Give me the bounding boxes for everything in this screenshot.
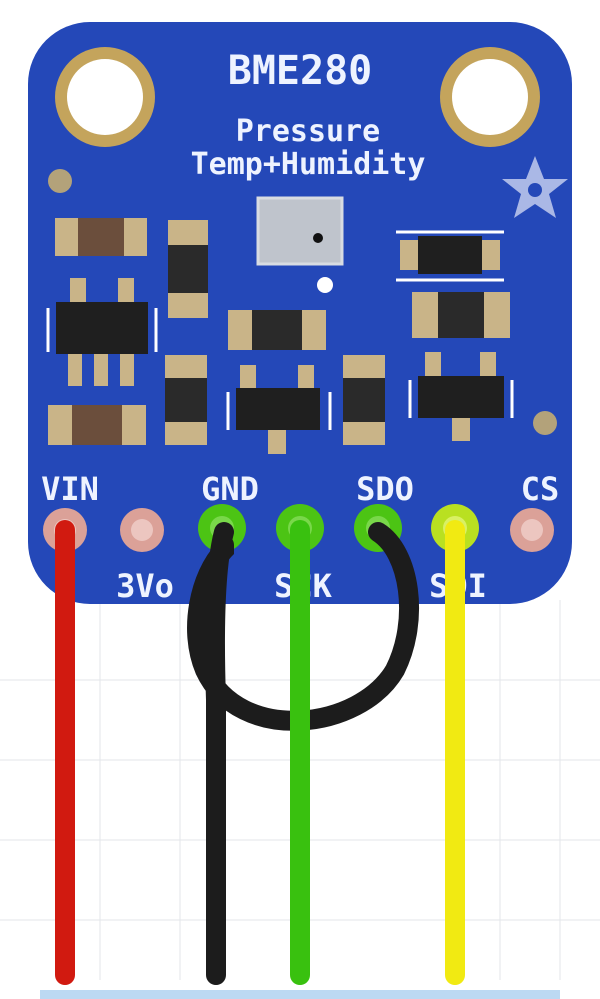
mounting-hole-left bbox=[55, 47, 155, 147]
smd-resistor bbox=[48, 405, 146, 445]
fiducial-dot bbox=[48, 169, 72, 193]
pin-label-sdo: SDO bbox=[356, 470, 414, 508]
pin-pad-3vo bbox=[120, 508, 164, 552]
smd-capacitor bbox=[412, 292, 510, 338]
mounting-hole-right bbox=[440, 47, 540, 147]
board-title: BME280 bbox=[228, 48, 373, 94]
smd-diode bbox=[396, 230, 504, 282]
board-subtitle-line2: Temp+Humidity bbox=[191, 147, 426, 182]
voltage-regulator bbox=[46, 278, 158, 386]
star-logo-icon bbox=[502, 156, 568, 218]
transistor bbox=[408, 352, 514, 441]
fiducial-dot bbox=[533, 411, 557, 435]
smd-capacitor bbox=[343, 355, 385, 445]
bottom-edge-strip bbox=[40, 990, 560, 999]
smd-capacitor bbox=[165, 355, 207, 445]
pin-pad-cs bbox=[510, 508, 554, 552]
pin-label-cs: CS bbox=[521, 470, 560, 508]
smd-capacitor bbox=[168, 220, 208, 318]
smd-capacitor bbox=[228, 310, 326, 350]
pin-label-3vo: 3Vo bbox=[116, 567, 174, 605]
fiducial-dot bbox=[317, 277, 333, 293]
sensor-chip bbox=[256, 196, 344, 266]
board-subtitle-line1: Pressure bbox=[236, 114, 381, 149]
smd-resistor bbox=[55, 218, 147, 256]
pin-label-gnd: GND bbox=[201, 470, 259, 508]
wire-gnd bbox=[204, 522, 234, 985]
pin-label-vin: VIN bbox=[41, 470, 99, 508]
transistor bbox=[226, 365, 332, 454]
